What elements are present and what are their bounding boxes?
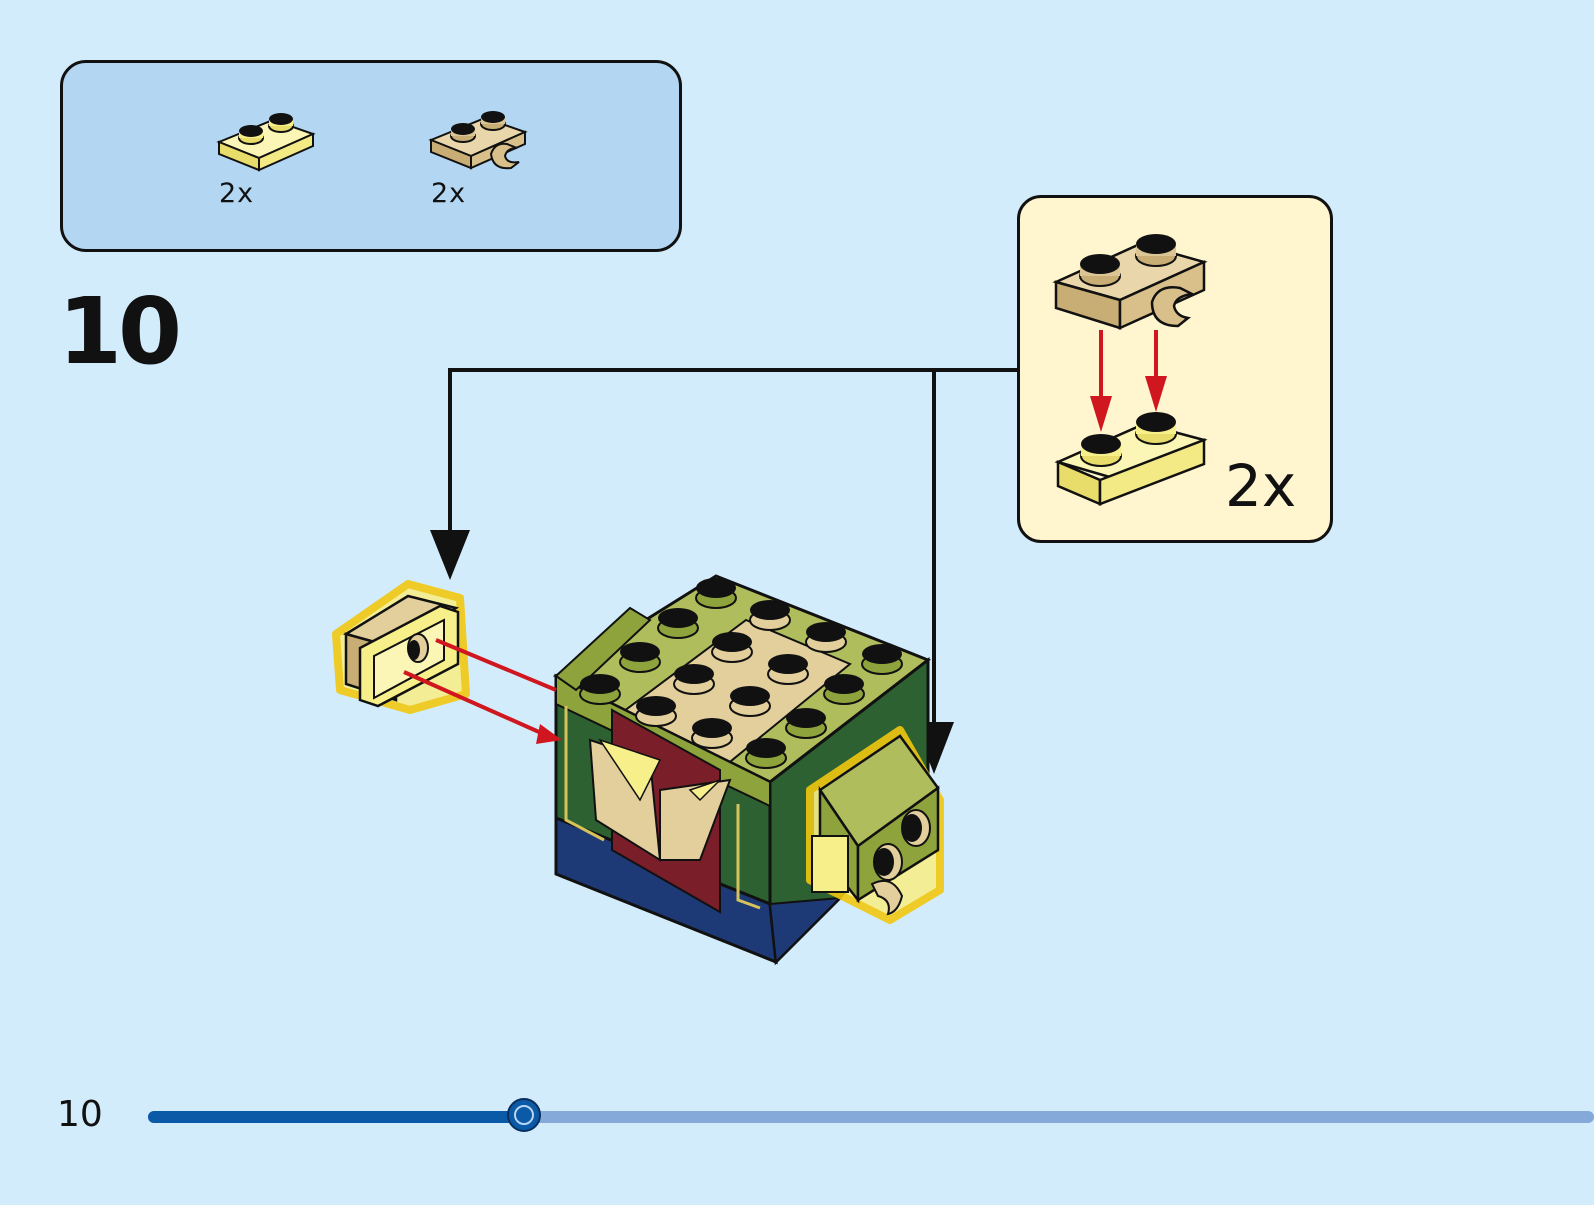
black-arrowhead [914, 722, 954, 774]
part-quantity: 2x [431, 178, 467, 209]
red-arrow [435, 638, 557, 692]
sub-assembly-quantity: 2x [1225, 452, 1297, 520]
right-arm-subassembly [806, 726, 944, 924]
red-arrow [403, 670, 549, 738]
page-number: 10 [57, 1094, 103, 1135]
parts-list-item: 2x [427, 100, 547, 230]
part-quantity: 2x [219, 178, 255, 209]
red-arrowhead [536, 724, 562, 744]
progress-bar-knob[interactable] [506, 1098, 541, 1132]
parts-list-item: 2x [215, 100, 335, 230]
model-body [552, 574, 932, 966]
black-arrowhead [430, 530, 470, 580]
studs [579, 578, 903, 769]
step-number: 10 [58, 278, 182, 385]
parts-list-box [60, 60, 682, 252]
tan-1x2-clip-plate-icon [428, 111, 528, 170]
connector-line [448, 368, 1018, 540]
yellow-1x2-plate-icon [216, 113, 316, 172]
progress-bar-fill [148, 1111, 524, 1123]
left-arm-subassembly [332, 580, 470, 714]
